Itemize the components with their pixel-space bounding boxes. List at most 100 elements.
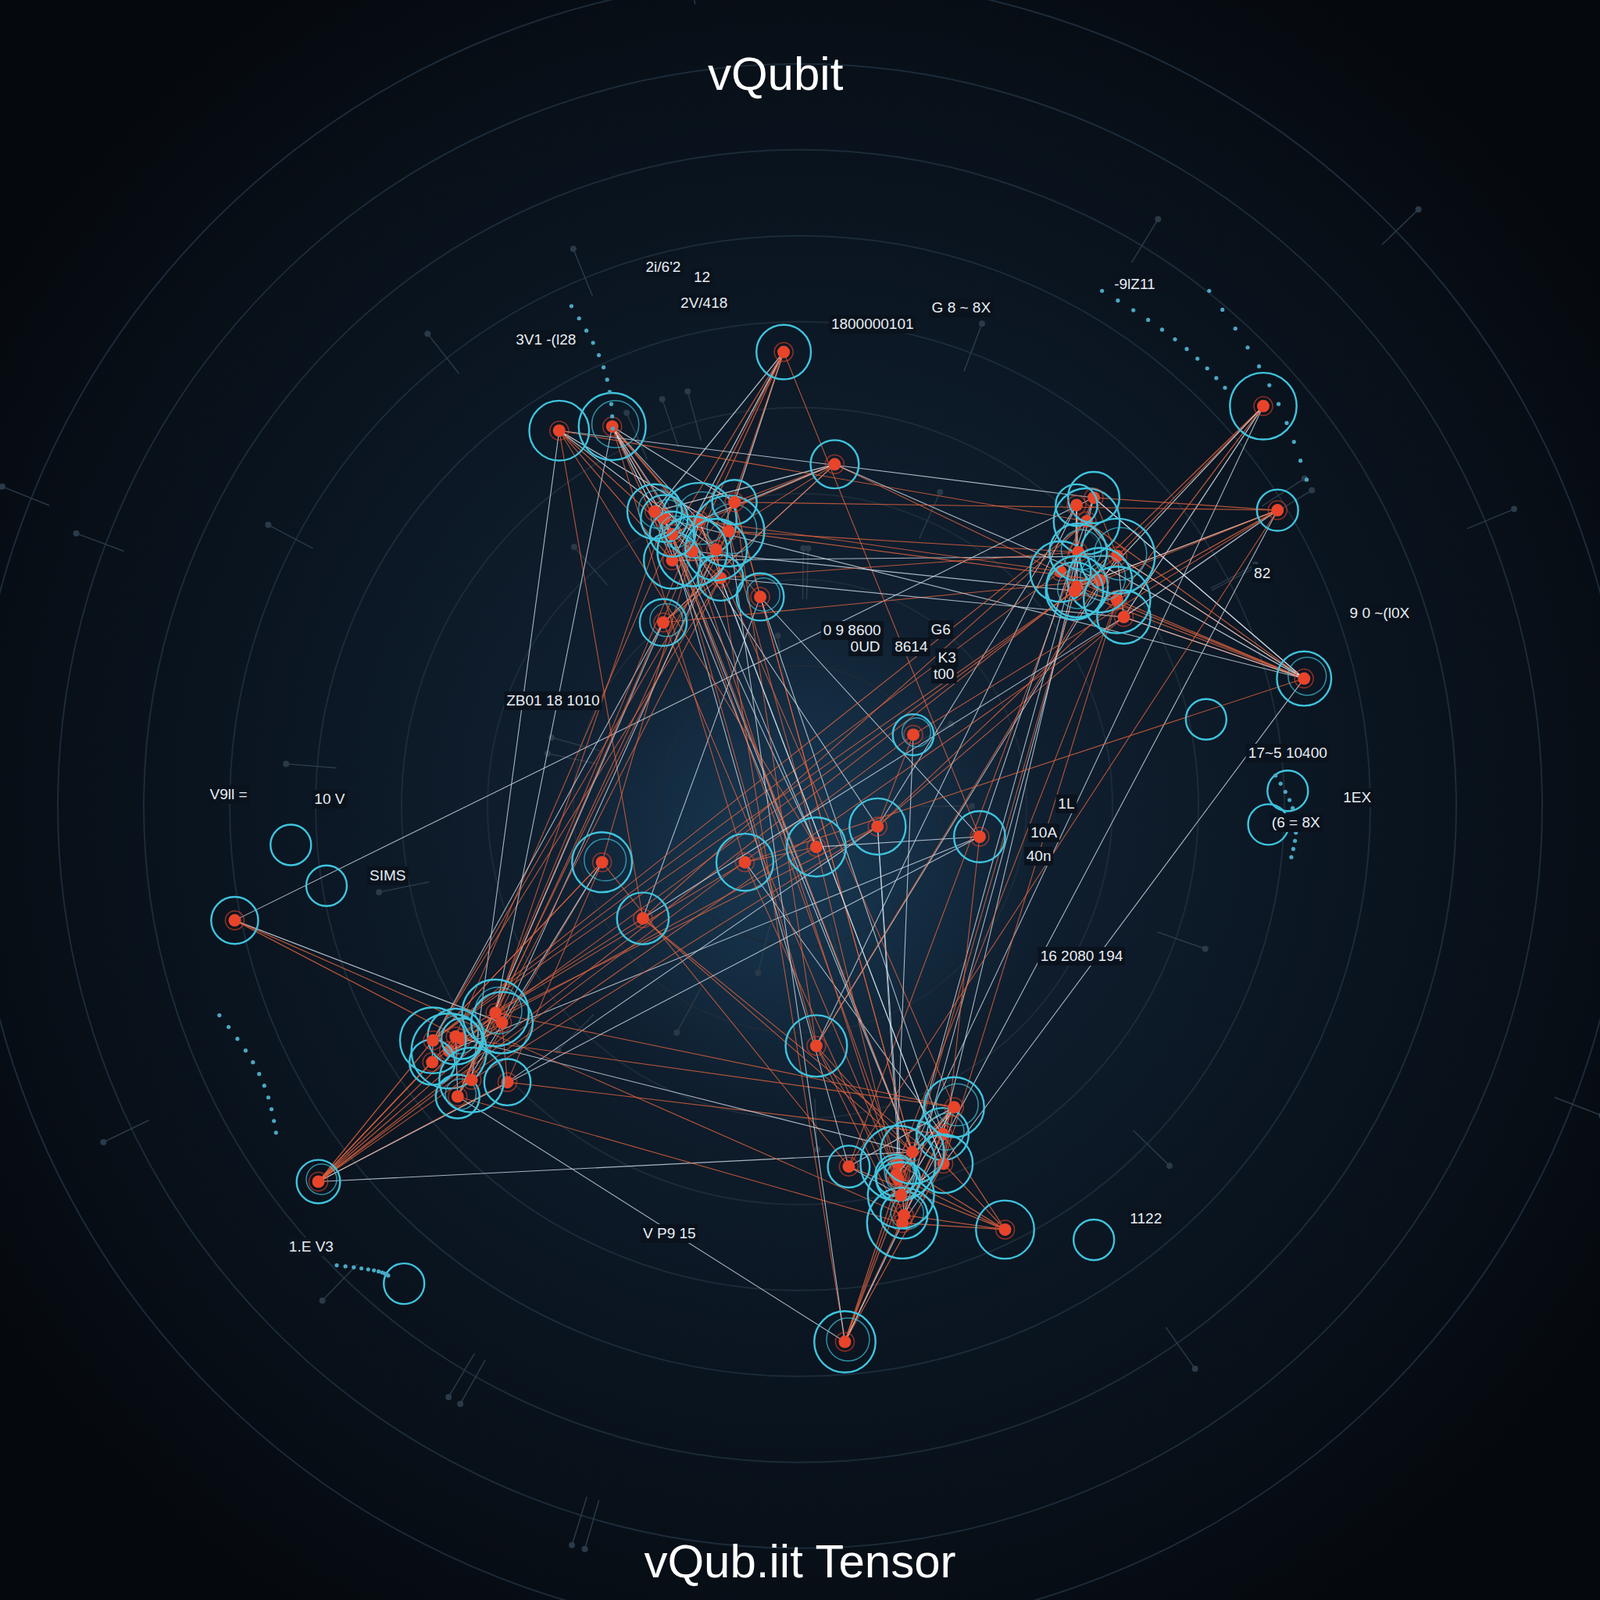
qubit-dot bbox=[657, 616, 670, 629]
link-line bbox=[816, 580, 1100, 1047]
data-annotation: ZB01 18 1010 bbox=[503, 691, 602, 711]
ring-dot bbox=[568, 1542, 575, 1549]
link-line bbox=[612, 426, 700, 521]
qubit-halo bbox=[944, 1097, 964, 1117]
ring-dot bbox=[968, 803, 975, 810]
qubit-ring bbox=[650, 511, 696, 558]
link-line bbox=[1117, 600, 1304, 679]
trail-dot bbox=[605, 377, 610, 382]
qubit-ring bbox=[1276, 651, 1332, 707]
qubit-halo bbox=[422, 1053, 442, 1072]
qubit-dot bbox=[999, 1223, 1012, 1236]
ring-dot bbox=[73, 530, 80, 537]
ring-dot bbox=[623, 410, 630, 417]
qubit-halo bbox=[462, 1070, 482, 1090]
qubit-ring bbox=[849, 798, 906, 855]
data-annotation: 16 2080 194 bbox=[1038, 946, 1126, 966]
qubit-ring bbox=[716, 833, 774, 891]
qubit-halo bbox=[592, 853, 612, 872]
link-line bbox=[720, 578, 943, 1165]
qubit-dot bbox=[426, 1034, 440, 1047]
trail-dot bbox=[271, 1118, 276, 1123]
qubit-ring bbox=[860, 1125, 936, 1201]
ring-tick bbox=[267, 525, 313, 549]
trail-dot bbox=[334, 1263, 339, 1268]
qubit-ring bbox=[475, 987, 522, 1035]
trail-dot bbox=[596, 353, 601, 358]
ring-tick bbox=[829, 923, 843, 973]
qubit-halo bbox=[825, 454, 844, 474]
link-line bbox=[457, 578, 721, 1097]
trail-dot bbox=[371, 1268, 376, 1273]
ring-dot bbox=[282, 760, 290, 768]
qubit-ring bbox=[1057, 568, 1098, 609]
ring-dot bbox=[1202, 946, 1209, 953]
qubit-halo bbox=[725, 492, 744, 512]
data-annotation: 1EX bbox=[1340, 788, 1374, 808]
qubit-ring bbox=[867, 1162, 935, 1229]
data-annotation: -9lZ11 bbox=[1111, 275, 1158, 294]
link-line bbox=[720, 552, 1079, 579]
link-line bbox=[672, 534, 817, 1047]
link-line bbox=[318, 1152, 913, 1183]
ring-tick bbox=[676, 988, 701, 1033]
orbit-ring bbox=[143, 150, 1457, 1463]
qubit-halo bbox=[807, 1036, 826, 1056]
ring-dot bbox=[1308, 486, 1315, 493]
qubit-dot bbox=[947, 1100, 961, 1114]
qubit-halo bbox=[603, 417, 622, 436]
trail-dot bbox=[266, 1095, 271, 1100]
qubit-ring bbox=[657, 516, 728, 587]
link-line bbox=[318, 556, 1118, 1183]
link-line bbox=[471, 826, 879, 1080]
trail-dot bbox=[1205, 366, 1210, 371]
link-line bbox=[672, 464, 836, 534]
ring-dot bbox=[424, 330, 431, 337]
qubit-dot bbox=[728, 496, 741, 509]
qubit-dot bbox=[425, 1056, 439, 1069]
qubit-ring bbox=[785, 1014, 848, 1077]
trail-dot bbox=[1292, 439, 1297, 444]
link-line bbox=[495, 862, 745, 1014]
trail-dot bbox=[257, 1071, 261, 1076]
link-line bbox=[507, 1082, 943, 1134]
link-line bbox=[728, 531, 846, 1343]
qubit-ring bbox=[902, 717, 932, 747]
qubit-halo bbox=[774, 342, 793, 362]
qubit-halo bbox=[891, 1185, 911, 1205]
data-annotation: 1122 bbox=[1127, 1209, 1165, 1229]
ring-dot bbox=[264, 521, 272, 529]
link-line bbox=[495, 426, 613, 1014]
trail-dot bbox=[1284, 421, 1289, 425]
ring-tick bbox=[460, 1359, 486, 1404]
link-line bbox=[559, 430, 643, 918]
trail-dot bbox=[1245, 345, 1250, 350]
qubit-dot bbox=[449, 1030, 462, 1043]
link-line bbox=[457, 1096, 903, 1224]
trail-dot bbox=[1220, 307, 1225, 312]
qubit-dot bbox=[1067, 584, 1081, 597]
qubit-ring bbox=[461, 979, 529, 1047]
link-line bbox=[744, 846, 816, 863]
link-line bbox=[1074, 510, 1278, 591]
link-line bbox=[728, 531, 1100, 581]
qubit-dot bbox=[777, 346, 790, 359]
ring-tick bbox=[322, 1264, 358, 1301]
ring-tick bbox=[448, 1353, 475, 1397]
ring-tick bbox=[1131, 219, 1158, 263]
qubit-halo bbox=[807, 837, 826, 857]
data-annotation: (6 = 8X bbox=[1269, 813, 1323, 833]
ring-tick bbox=[1165, 1327, 1195, 1369]
qubit-halo bbox=[662, 550, 682, 570]
trail-dot bbox=[1207, 289, 1211, 293]
qubit-ring bbox=[210, 896, 258, 944]
link-line bbox=[432, 862, 602, 1041]
trail-dot bbox=[1115, 298, 1120, 303]
ring-tick bbox=[802, 548, 804, 600]
link-line bbox=[744, 678, 1304, 863]
qubit-dot bbox=[753, 590, 767, 604]
qubit-ring bbox=[756, 325, 811, 380]
link-line bbox=[432, 571, 1061, 1041]
qubit-ring bbox=[400, 1007, 466, 1074]
network-graph bbox=[210, 289, 1332, 1373]
